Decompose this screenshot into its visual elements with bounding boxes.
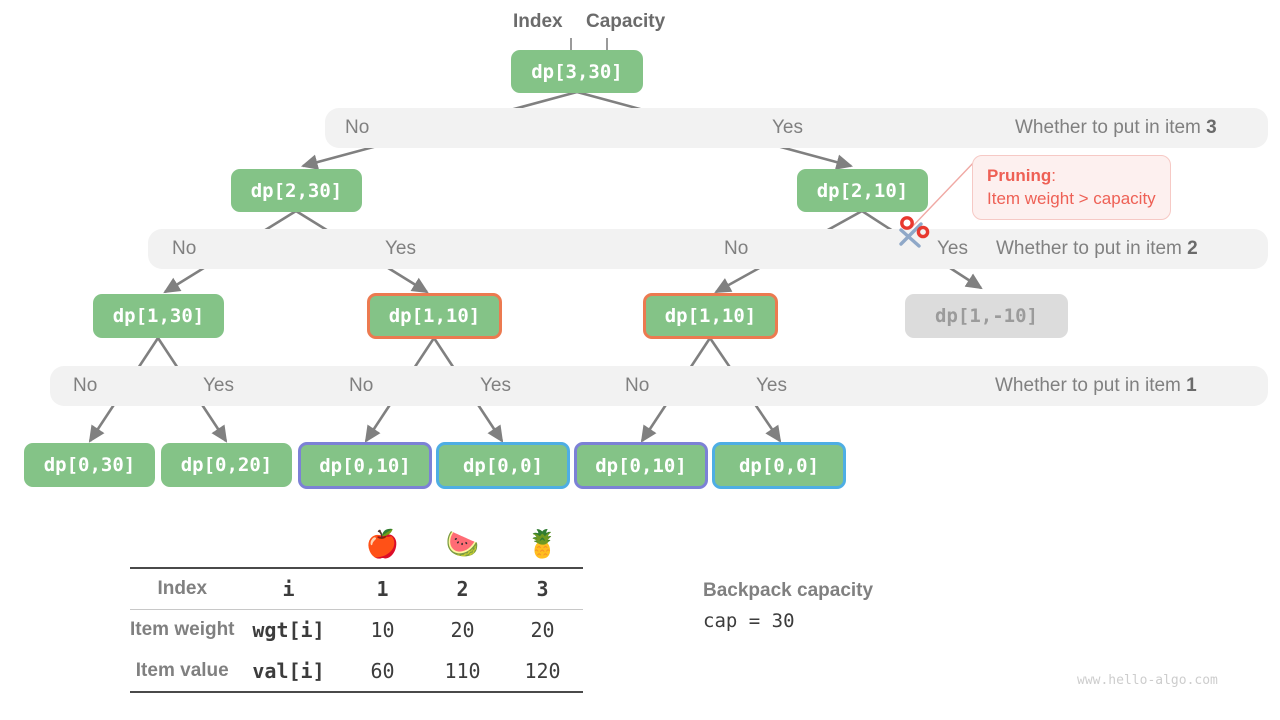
band1-yes-2-label: Yes [480,375,511,396]
band-item3 [325,108,1268,148]
index-value-1: 1 [376,576,389,601]
band1-no-2-label: No [349,375,374,396]
band3-caption: Whether to put in item 3 [1015,108,1217,148]
index-value-3: 3 [536,576,549,601]
node-dp-1-minus10[interactable]: dp[1,-10] [905,294,1068,338]
band2-caption-item: 2 [1187,238,1198,259]
band2-no-left-label: No [172,238,197,259]
weight-value-2: 20 [450,618,475,642]
capacity-note-title: Backpack capacity [703,580,874,601]
capacity-note: Backpack capacity cap = 30 [703,576,873,636]
leaf-dp-0-10-b[interactable]: dp[0,10] [574,442,708,489]
band3-caption-item: 3 [1206,117,1217,138]
capacity-annotation-label: Capacity [586,11,666,32]
pruning-connector [910,159,977,229]
row-label-index: Index [157,577,208,599]
emoji-key-spacer [235,520,343,568]
row-label-item-weight: Item weight [130,619,235,640]
key-i: i [282,576,295,601]
scissors-icon [899,216,930,248]
node-dp-3-30[interactable]: dp[3,30] [511,50,643,93]
index-value-2: 2 [456,576,469,601]
row-label-item-value: Item value [135,659,229,681]
band-item1 [50,366,1268,406]
table-value-row: Item value val[i] 60 110 120 [130,651,583,692]
band2-no-right-label: No [724,238,749,259]
weight-value-1: 10 [370,618,395,642]
band1-caption: Whether to put in item 1 [995,366,1197,406]
band1-no-3-label: No [625,375,650,396]
pruning-title-line: Pruning: [987,164,1156,187]
node-dp-2-30[interactable]: dp[2,30] [231,169,362,212]
pineapple-icon: 🍍 [525,528,560,560]
leaf-dp-0-20[interactable]: dp[0,20] [161,443,292,487]
value-value-3: 120 [524,658,561,683]
band2-yes-right-label: Yes [937,238,968,259]
pruning-callout: Pruning: Item weight > capacity [972,155,1171,220]
pruning-title-colon: : [1051,166,1056,185]
key-val: val[i] [252,658,325,683]
node-dp-1-10-right[interactable]: dp[1,10] [643,293,778,339]
node-dp-1-10-left[interactable]: dp[1,10] [367,293,502,339]
leaf-dp-0-10-a[interactable]: dp[0,10] [298,442,432,489]
band1-caption-text: Whether to put in item [995,375,1187,396]
pruning-reason: Item weight > capacity [987,189,1156,208]
value-value-2: 110 [444,658,481,683]
table-bottom-rule [130,690,583,694]
band2-yes-left-label: Yes [385,238,416,259]
band2-caption: Whether to put in item 2 [996,229,1198,269]
watermelon-icon: 🍉 [445,528,480,560]
leaf-dp-0-0-a[interactable]: dp[0,0] [436,442,570,489]
table-mid-rule [130,608,583,610]
emoji-row-spacer [130,520,235,568]
band3-no-label: No [345,117,370,138]
leaf-dp-0-0-b[interactable]: dp[0,0] [712,442,846,489]
apple-icon: 🍎 [365,528,400,560]
band2-caption-text: Whether to put in item [996,238,1188,259]
weight-value-3: 20 [530,618,555,642]
pruning-title: Pruning [987,166,1052,185]
item-table: 🍎 🍉 🍍 Index i 1 2 3 Item weight wgt[i] 1… [130,520,583,694]
node-dp-2-10[interactable]: dp[2,10] [797,169,928,212]
capacity-note-expression: cap = 30 [703,610,795,632]
table-emoji-row: 🍎 🍉 🍍 [130,520,583,568]
band1-no-1-label: No [73,375,98,396]
band1-yes-3-label: Yes [756,375,787,396]
value-value-1: 60 [370,658,395,683]
table-weight-row: Item weight wgt[i] 10 20 20 [130,610,583,651]
node-dp-1-30[interactable]: dp[1,30] [93,294,224,338]
band1-yes-1-label: Yes [203,375,234,396]
key-wgt: wgt[i] [252,618,325,642]
index-annotation-label: Index [513,11,563,32]
band3-caption-text: Whether to put in item [1015,117,1207,138]
table-index-row: Index i 1 2 3 [130,569,583,609]
leaf-dp-0-30[interactable]: dp[0,30] [24,443,155,487]
band3-yes-label: Yes [772,117,803,138]
watermark: www.hello-algo.com [1077,673,1218,688]
band-item2 [148,229,1268,269]
band1-caption-item: 1 [1186,375,1197,396]
